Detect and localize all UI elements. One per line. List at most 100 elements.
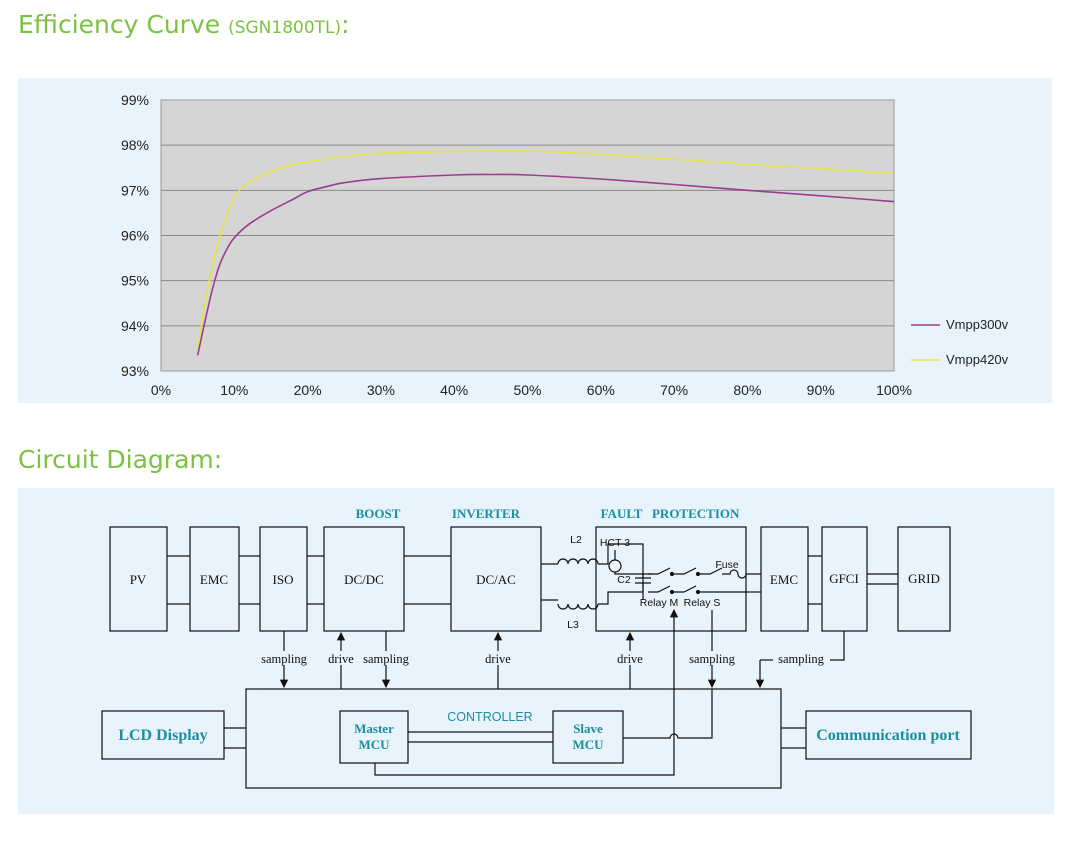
wire-master-relay-m bbox=[374, 608, 679, 776]
sampling-label-gfci: sampling bbox=[778, 652, 825, 666]
label-bg-drive-dcdc bbox=[325, 651, 357, 665]
efficiency-title-model: (SGN1800TL) bbox=[228, 18, 342, 38]
inverter-label: INVERTER bbox=[452, 506, 521, 521]
inductor-l3 bbox=[557, 603, 599, 610]
efficiency-title-main: Efficiency Curve bbox=[18, 10, 229, 39]
wires-controller-comm bbox=[781, 727, 806, 749]
master-mcu-block bbox=[339, 710, 409, 764]
x-tick-label: 100% bbox=[876, 382, 912, 398]
x-tick-label: 40% bbox=[440, 382, 468, 398]
slave-mcu-line1: Slave bbox=[573, 721, 603, 736]
y-tick-label: 97% bbox=[121, 182, 149, 198]
label-bg-drive-fault bbox=[614, 651, 646, 665]
wire-l3-protection bbox=[598, 591, 643, 605]
relay-s-label: Relay S bbox=[684, 597, 721, 609]
l2-label: L2 bbox=[570, 534, 582, 546]
circuit-diagram-panel: BOOST INVERTER FAULT PROTECTION PV EMC I… bbox=[18, 488, 1054, 814]
gfci-label: GFCI bbox=[829, 571, 859, 586]
wires-gfci-grid bbox=[867, 573, 898, 585]
fuse-symbol bbox=[722, 569, 761, 579]
wire-hct-bus bbox=[614, 550, 652, 575]
relay-contact-1 bbox=[669, 571, 675, 577]
communication-port-block bbox=[805, 710, 972, 760]
inductor-l2 bbox=[557, 558, 599, 565]
arrow-sampling-gfci bbox=[760, 631, 845, 687]
lcd-display-label: LCD Display bbox=[118, 727, 207, 744]
iso-label: ISO bbox=[273, 572, 294, 587]
wires-master-slave bbox=[408, 731, 553, 743]
drive-label-dcac: drive bbox=[485, 652, 511, 666]
y-tick-label: 99% bbox=[121, 92, 149, 108]
legend-label-vmpp300v: Vmpp300v bbox=[946, 317, 1009, 332]
wires-emc-gfci bbox=[808, 555, 822, 605]
fault-protection-label: FAULT PROTECTION bbox=[601, 506, 740, 521]
wires-iso-dcdc bbox=[307, 555, 324, 605]
x-tick-label: 60% bbox=[587, 382, 615, 398]
y-tick-label: 96% bbox=[121, 228, 149, 244]
circuit-title-text: Circuit Diagram: bbox=[18, 445, 223, 474]
relay-contact-3 bbox=[669, 589, 675, 595]
wires-pv-emc bbox=[167, 555, 190, 605]
master-mcu-line1: Master bbox=[354, 721, 394, 736]
relay-contact-2 bbox=[695, 571, 701, 577]
communication-port-label: Communication port bbox=[816, 727, 960, 744]
label-bg-drive-dcac bbox=[482, 651, 514, 665]
y-tick-label: 95% bbox=[121, 273, 149, 289]
wires-dcdc-dcac bbox=[404, 555, 451, 605]
efficiency-title-colon: : bbox=[341, 10, 350, 39]
label-bg-sampling-iso bbox=[256, 651, 312, 665]
grid-label: GRID bbox=[908, 571, 940, 586]
relay-m-label: Relay M bbox=[640, 597, 679, 609]
fuse-label: Fuse bbox=[715, 559, 739, 571]
controller-label: CONTROLLER bbox=[447, 710, 532, 724]
drive-label-fault: drive bbox=[617, 652, 643, 666]
x-tick-label: 10% bbox=[220, 382, 248, 398]
drive-label-dcdc: drive bbox=[328, 652, 354, 666]
y-tick-label: 94% bbox=[121, 318, 149, 334]
wires-lcd-controller bbox=[224, 727, 246, 749]
grid-block bbox=[897, 526, 951, 632]
emc-label-2: EMC bbox=[770, 572, 798, 587]
series-line-vmpp420v bbox=[196, 150, 895, 349]
x-tick-label: 70% bbox=[660, 382, 688, 398]
relay-contact-4 bbox=[695, 589, 701, 595]
x-tick-label: 80% bbox=[733, 382, 761, 398]
emc-block-1 bbox=[189, 526, 240, 632]
fault-protection-block bbox=[595, 526, 747, 632]
circuit-title: Circuit Diagram: bbox=[18, 445, 222, 474]
series-line-vmpp300v bbox=[196, 173, 895, 356]
hct-label: HCT 3 bbox=[600, 537, 630, 549]
dcdc-label: DC/DC bbox=[344, 572, 384, 587]
lcd-display-block bbox=[101, 710, 225, 760]
emc-block-2 bbox=[760, 526, 809, 632]
dcac-block bbox=[450, 526, 542, 632]
circuit-diagram: BOOST INVERTER FAULT PROTECTION PV EMC I… bbox=[101, 506, 972, 789]
c2-label: C2 bbox=[617, 574, 631, 586]
l3-label: L3 bbox=[567, 619, 579, 631]
dcdc-block bbox=[323, 526, 405, 632]
wire-slave-relay-s bbox=[623, 689, 713, 739]
label-bg-sampling-relay bbox=[684, 651, 740, 665]
relay-switches bbox=[648, 567, 746, 593]
controller-block bbox=[245, 688, 782, 789]
slave-mcu-line2: MCU bbox=[572, 737, 604, 752]
dcac-label: DC/AC bbox=[476, 572, 516, 587]
legend-label-vmpp420v: Vmpp420v bbox=[946, 352, 1009, 367]
capacitor-c2 bbox=[635, 574, 651, 592]
sampling-label-relay: sampling bbox=[689, 652, 736, 666]
efficiency-chart: 93%94%95%96%97%98%99%0%10%20%30%40%50%60… bbox=[121, 92, 1009, 398]
x-tick-label: 90% bbox=[807, 382, 835, 398]
boost-label: BOOST bbox=[356, 506, 401, 521]
slave-mcu-block bbox=[552, 710, 624, 764]
sampling-label-dcdc: sampling bbox=[363, 652, 410, 666]
x-tick-label: 20% bbox=[294, 382, 322, 398]
y-tick-label: 93% bbox=[121, 363, 149, 379]
pv-label: PV bbox=[130, 572, 147, 587]
sampling-label-iso: sampling bbox=[261, 652, 308, 666]
master-mcu-line2: MCU bbox=[358, 737, 390, 752]
y-tick-label: 98% bbox=[121, 137, 149, 153]
pv-block bbox=[109, 526, 168, 632]
x-tick-label: 30% bbox=[367, 382, 395, 398]
x-tick-label: 0% bbox=[151, 382, 171, 398]
label-bg-sampling-dcdc bbox=[358, 651, 414, 665]
